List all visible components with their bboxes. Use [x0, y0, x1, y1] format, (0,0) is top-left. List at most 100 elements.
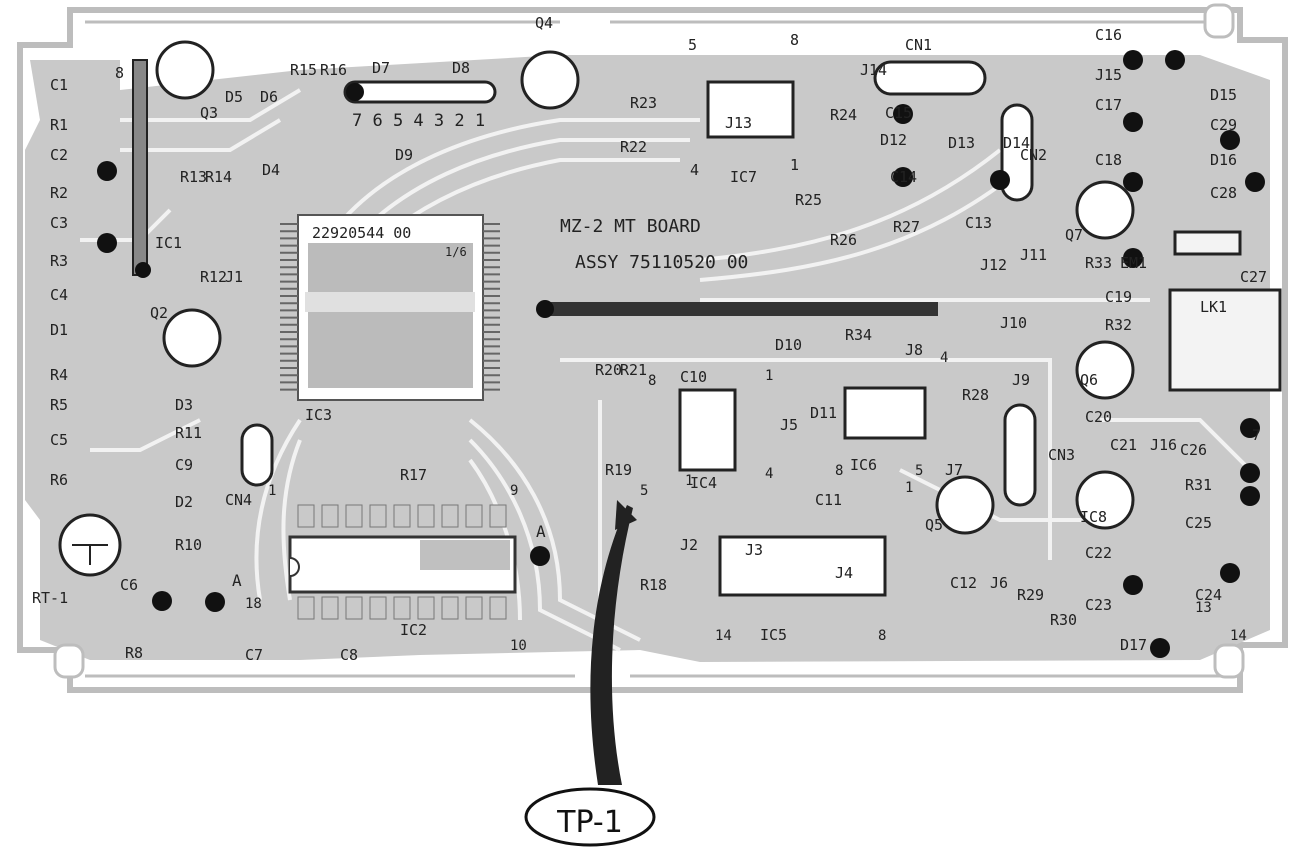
label-n5: 5: [915, 463, 923, 479]
label-cn4: CN4: [225, 491, 252, 509]
label-n8: 8: [835, 463, 843, 479]
test-point-label: TP-1: [556, 805, 623, 840]
jumper-bar: [536, 300, 938, 318]
label-j2: J2: [680, 536, 698, 554]
label-q6: Q6: [1080, 371, 1098, 389]
connector-pin-row: 7 6 5 4 3 2 1: [352, 111, 485, 131]
label-n14: 14: [1230, 628, 1247, 644]
label-q3: Q3: [200, 104, 218, 122]
label-q5: Q5: [925, 516, 943, 534]
ic1-bar: [132, 59, 151, 278]
label-n1: 1: [790, 156, 799, 174]
label-em1: EM1: [1120, 254, 1147, 272]
label-c2: C2: [50, 146, 68, 164]
label-j4: J4: [835, 564, 853, 582]
label-r24: R24: [830, 106, 857, 124]
label-r31: R31: [1185, 476, 1212, 494]
label-r25: R25: [795, 191, 822, 209]
label-r2: R2: [50, 184, 68, 202]
label-j12: J12: [980, 256, 1007, 274]
label-r6: R6: [50, 471, 68, 489]
label-n18: 18: [245, 596, 262, 612]
label-c3: C3: [50, 214, 68, 232]
label-c29: C29: [1210, 116, 1237, 134]
label-d17: D17: [1120, 636, 1147, 654]
label-c19: C19: [1105, 288, 1132, 306]
label-r8: R8: [125, 644, 143, 662]
solder-dots: [97, 50, 1265, 658]
label-j5: J5: [780, 416, 798, 434]
label-ic1: IC1: [155, 234, 182, 252]
label-r28: R28: [962, 386, 989, 404]
label-r19: R19: [605, 461, 632, 479]
ic6-chip: [843, 386, 927, 440]
ic4-chip: [678, 388, 737, 472]
label-c24: C24: [1195, 586, 1222, 604]
label-n1: 1: [685, 473, 693, 489]
label-ic5: IC5: [760, 626, 787, 644]
label-cn2: CN2: [1020, 146, 1047, 164]
label-d12: D12: [880, 131, 907, 149]
label-n13: 13: [1195, 600, 1212, 616]
label-n1: 1: [268, 483, 276, 499]
label-n9: 9: [510, 483, 518, 499]
board-outline: [17, 7, 1288, 693]
label-r17: R17: [400, 466, 427, 484]
label-c18: C18: [1095, 151, 1122, 169]
label-r26: R26: [830, 231, 857, 249]
label-r32: R32: [1105, 316, 1132, 334]
label-c9: C9: [175, 456, 193, 474]
label-r22: R22: [620, 138, 647, 156]
label-c17: C17: [1095, 96, 1122, 114]
label-d16: D16: [1210, 151, 1237, 169]
label-ic2: IC2: [400, 621, 427, 639]
ic2-chip: [288, 535, 517, 594]
ic2-pins: [297, 504, 507, 620]
label-j8: J8: [905, 341, 923, 359]
label-n8: 8: [878, 628, 886, 644]
label-r1: R1: [50, 116, 68, 134]
label-d8: D8: [452, 59, 470, 77]
label-r33: R33: [1085, 254, 1112, 272]
label-j1: J1: [225, 268, 243, 286]
tp1-callout: [524, 787, 656, 847]
label-ic3: IC3: [305, 406, 332, 424]
label-n8: 8: [790, 31, 799, 49]
label-j16: J16: [1150, 436, 1177, 454]
chip-sub-label: 1/6: [445, 245, 467, 259]
label-cn1: CN1: [905, 36, 932, 54]
board-holes: [53, 3, 1245, 679]
label-c15: C15: [885, 104, 912, 122]
label-rt1: RT-1: [32, 589, 68, 607]
label-c5: C5: [50, 431, 68, 449]
label-d9: D9: [395, 146, 413, 164]
label-a: A: [232, 571, 242, 590]
label-d15: D15: [1210, 86, 1237, 104]
label-lk1: LK1: [1200, 298, 1227, 316]
label-c21: C21: [1110, 436, 1137, 454]
ic3-chip: [297, 214, 484, 401]
label-n4: 4: [765, 466, 773, 482]
label-j10: J10: [1000, 314, 1027, 332]
label-c13: C13: [965, 214, 992, 232]
label-q2: Q2: [150, 304, 168, 322]
label-d7: D7: [372, 59, 390, 77]
label-n14: 14: [715, 628, 732, 644]
label-n7: 7: [1252, 428, 1260, 444]
label-c4: C4: [50, 286, 68, 304]
label-c27: C27: [1240, 268, 1267, 286]
label-r13: R13: [180, 168, 207, 186]
label-r5: R5: [50, 396, 68, 414]
label-r3: R3: [50, 252, 68, 270]
label-r23: R23: [630, 94, 657, 112]
label-d3: D3: [175, 396, 193, 414]
label-r4: R4: [50, 366, 68, 384]
label-r18: R18: [640, 576, 667, 594]
label-d11: D11: [810, 404, 837, 422]
label-n1: 1: [905, 480, 913, 496]
label-r21: R21: [620, 361, 647, 379]
label-c11: C11: [815, 491, 842, 509]
label-n5: 5: [688, 36, 697, 54]
label-c12: C12: [950, 574, 977, 592]
